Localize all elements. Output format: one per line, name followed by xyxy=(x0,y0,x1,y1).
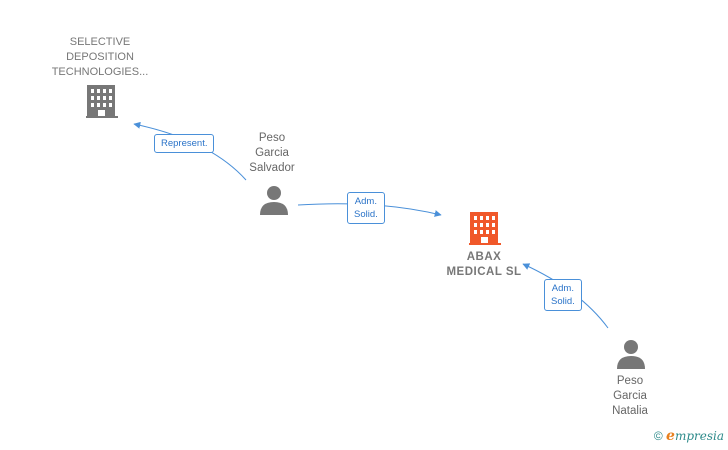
person-icon xyxy=(260,186,288,215)
building-icon xyxy=(469,212,501,245)
node-label-line: TECHNOLOGIES... xyxy=(51,66,149,78)
person-icon xyxy=(617,340,645,369)
edge-label-text: Adm. xyxy=(551,283,574,294)
footer-brand: © empresia xyxy=(654,428,724,444)
node-peso-garcia-natalia[interactable]: Peso Garcia Natalia xyxy=(590,374,670,419)
building-icon xyxy=(86,85,118,118)
node-label-line: Peso xyxy=(616,375,644,387)
copyright-icon: © xyxy=(653,429,663,443)
node-selective-deposition[interactable]: SELECTIVE DEPOSITION TECHNOLOGIES... xyxy=(30,35,170,80)
edge-label-adm-solid[interactable]: Adm. Solid. xyxy=(347,192,385,224)
node-label-line: Peso xyxy=(258,132,286,144)
node-label-line: SELECTIVE xyxy=(69,36,131,48)
logo-initial: e xyxy=(666,428,675,444)
edge-label-represent[interactable]: Represent. xyxy=(154,134,215,153)
edge-label-adm-solid[interactable]: Adm. Solid. xyxy=(544,279,582,311)
node-label-line: MEDICAL SL xyxy=(446,266,522,278)
node-abax-medical[interactable]: ABAX MEDICAL SL xyxy=(424,250,544,280)
node-label-line: Natalia xyxy=(612,405,648,417)
node-label-line: Salvador xyxy=(249,162,295,174)
edge-label-text: Solid. xyxy=(551,296,575,307)
node-label: Peso Garcia Natalia xyxy=(590,374,670,419)
node-label-line: ABAX xyxy=(466,251,502,263)
node-label: Peso Garcia Salvador xyxy=(232,131,312,176)
node-label: ABAX MEDICAL SL xyxy=(424,250,544,280)
node-label-line: DEPOSITION xyxy=(66,51,134,63)
edge-label-text: Adm. xyxy=(354,196,377,207)
empresia-logo: empresia xyxy=(666,428,724,444)
node-peso-garcia-salvador[interactable]: Peso Garcia Salvador xyxy=(232,131,312,176)
logo-text: mpresia xyxy=(674,429,724,443)
node-label: SELECTIVE DEPOSITION TECHNOLOGIES... xyxy=(30,35,170,80)
edge-label-text: Solid. xyxy=(354,209,378,220)
node-label-line: Garcia xyxy=(255,147,289,159)
node-label-line: Garcia xyxy=(613,390,647,402)
edge-label-text: Represent. xyxy=(161,138,208,149)
